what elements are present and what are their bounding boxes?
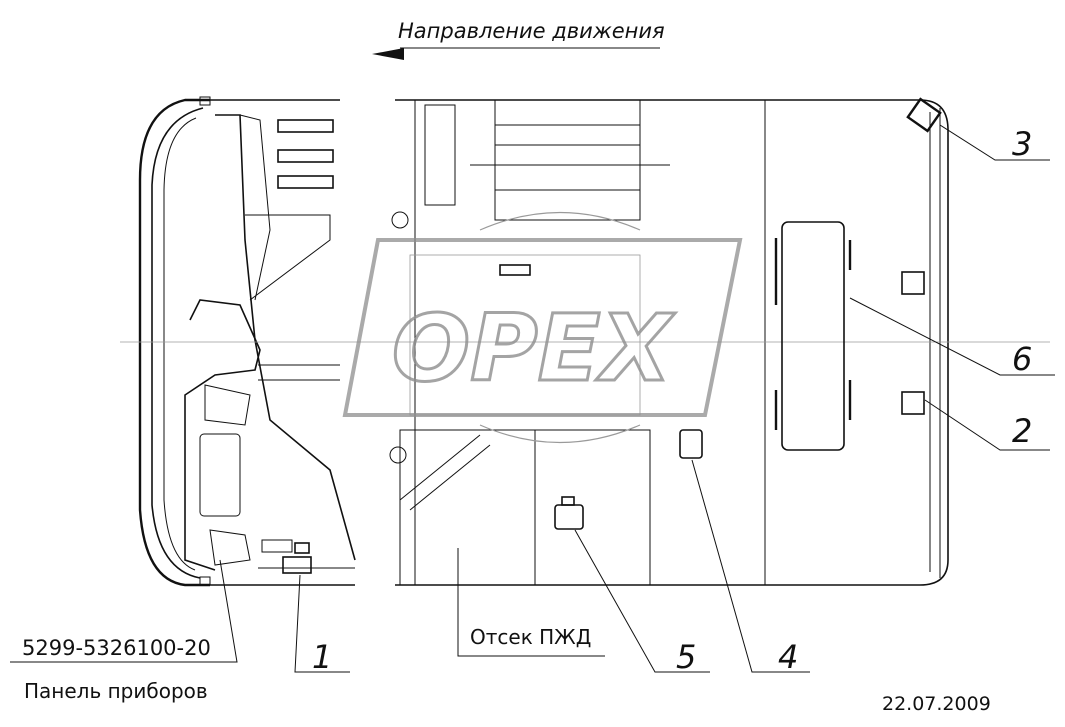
- leader-line-compartment: [457, 548, 605, 657]
- heater-unit-2b-icon: [901, 391, 925, 415]
- leader-line-2: [924, 399, 1050, 451]
- entry-steps: [494, 99, 641, 221]
- leader-line-panel: [10, 559, 238, 663]
- heater-unit-6-icon: [781, 221, 845, 451]
- heater-unit-4: [679, 429, 703, 459]
- callout-4: 4: [778, 638, 798, 676]
- cab-outer-contour: [138, 98, 210, 587]
- heater-unit-5: [554, 496, 584, 530]
- wheel-arch-mark: [389, 446, 407, 464]
- heater-unit-5-fitting-icon: [561, 496, 575, 506]
- seat-bar: [277, 119, 334, 133]
- leader-line-6: [849, 297, 1055, 376]
- callout-numbers: 1 2 3 4 5 6: [312, 125, 1032, 676]
- driver-area-contour: [215, 114, 356, 561]
- heater-unit-3-icon: [906, 97, 942, 133]
- cab-corner-mark: [199, 576, 211, 586]
- leader-line-3: [939, 124, 1050, 161]
- watermark-gear-icon: [479, 211, 641, 444]
- callout-2: 2: [1012, 412, 1032, 450]
- heater-unit-3: [906, 97, 942, 133]
- seat-bar: [277, 175, 334, 189]
- callout-1: 1: [312, 638, 332, 676]
- watermark-logo: OPEX: [342, 211, 743, 444]
- watermark-text: OPEX: [392, 295, 675, 402]
- watermark-frame: [342, 238, 743, 417]
- leader-line-5: [574, 529, 710, 673]
- callout-5: 5: [676, 638, 696, 676]
- seat-frame-line: [239, 114, 271, 301]
- heater-unit-1-icon: [282, 556, 312, 574]
- wheel-arch-mark: [391, 211, 409, 229]
- instrument-display: [199, 433, 241, 517]
- bracket: [499, 264, 531, 276]
- leader-line-1: [294, 574, 350, 673]
- compartment-label: Отсек ПЖД: [470, 625, 591, 649]
- cab-inner-contour: [151, 107, 204, 579]
- instrument-panel-contour: [184, 299, 261, 571]
- heater-unit-2a-icon: [901, 271, 925, 295]
- callout-6: 6: [1012, 340, 1032, 378]
- cab-section: [138, 96, 356, 587]
- instrument-switch-block: [209, 529, 251, 566]
- cab-corner-mark: [199, 96, 211, 106]
- heater-unit-1-fitting-icon: [294, 542, 310, 554]
- leader-lines: [10, 124, 1055, 673]
- leader-line-4: [691, 459, 810, 673]
- heater-unit-5-icon: [554, 504, 584, 530]
- steering-column-frame: [245, 214, 331, 301]
- body-outer-contour: [395, 99, 949, 586]
- compartment-brace: [399, 434, 491, 511]
- drawing-date: 22.07.2009: [882, 693, 991, 715]
- pedal-block: [261, 539, 293, 553]
- part-number-label: 5299-5326100-20: [22, 636, 211, 660]
- seat-bar: [277, 149, 334, 163]
- heater-unit-6: [774, 221, 852, 451]
- passenger-body: [120, 99, 1050, 586]
- heater-unit-4-icon: [679, 429, 703, 459]
- instrument-cluster: [204, 384, 251, 426]
- windshield-line: [163, 117, 197, 571]
- callout-3: 3: [1012, 125, 1032, 163]
- heater-unit-2: [901, 271, 925, 415]
- direction-label: Направление движения: [398, 19, 665, 43]
- pzhd-compartment: [399, 429, 651, 586]
- direction-indicator: Направление движения: [372, 19, 665, 60]
- instrument-panel-label: Панель приборов: [24, 679, 208, 703]
- direction-arrow-icon: [372, 48, 404, 60]
- door-frame: [424, 104, 456, 206]
